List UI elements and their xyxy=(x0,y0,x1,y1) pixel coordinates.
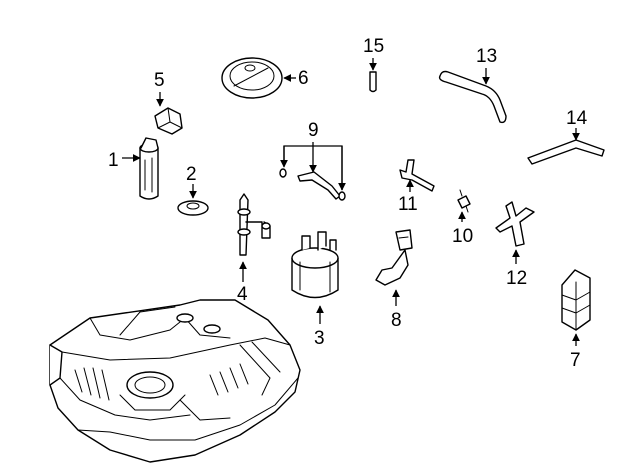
part-1-fuel-pump xyxy=(139,137,159,200)
part-13-filler-hose xyxy=(438,70,507,124)
part-7-canister xyxy=(561,269,591,331)
part-6-cover-plate xyxy=(221,57,283,99)
part-9-hose-clamps xyxy=(279,168,346,201)
callout-label-5: 5 xyxy=(154,70,165,91)
callout-6: 6 xyxy=(283,68,309,89)
callout-label-15: 15 xyxy=(363,36,384,57)
callout-11: 11 xyxy=(398,179,418,215)
callout-label-6: 6 xyxy=(298,68,309,89)
fuel-tank-illustration xyxy=(49,299,301,463)
callout-3: 3 xyxy=(314,305,325,349)
callout-label-7: 7 xyxy=(570,350,581,371)
callout-12: 12 xyxy=(506,249,527,289)
part-5-connector xyxy=(154,107,183,135)
callout-7: 7 xyxy=(570,333,581,371)
callout-label-3: 3 xyxy=(314,328,325,349)
callout-13: 13 xyxy=(476,46,497,85)
callout-label-12: 12 xyxy=(506,268,527,289)
part-11-tee-connector xyxy=(399,159,435,192)
callout-5: 5 xyxy=(154,70,165,107)
callout-label-10: 10 xyxy=(452,226,473,247)
part-15-clip xyxy=(369,71,377,93)
callout-label-14: 14 xyxy=(566,108,588,129)
callout-label-4: 4 xyxy=(237,284,248,305)
part-3-fuel-pump-module xyxy=(291,231,339,299)
part-14-vent-hose xyxy=(527,139,605,165)
callout-label-1: 1 xyxy=(108,150,119,171)
callout-14: 14 xyxy=(566,108,588,141)
callout-9: 9 xyxy=(280,120,346,191)
callout-label-2: 2 xyxy=(186,164,197,185)
callout-1: 1 xyxy=(108,150,141,171)
part-8-level-sensor xyxy=(375,229,413,286)
part-4-pump-bracket xyxy=(237,193,271,256)
callout-label-13: 13 xyxy=(476,46,497,67)
callout-8: 8 xyxy=(391,289,402,331)
part-2-grommet xyxy=(177,200,209,216)
part-12-cross-hose xyxy=(495,201,535,247)
callout-label-9: 9 xyxy=(308,120,319,141)
callout-10: 10 xyxy=(452,211,473,247)
callout-4: 4 xyxy=(237,261,248,305)
callout-label-8: 8 xyxy=(391,310,402,331)
part-10-check-valve xyxy=(457,189,471,213)
callout-15: 15 xyxy=(363,36,384,71)
callout-label-11: 11 xyxy=(398,194,418,215)
callout-2: 2 xyxy=(186,164,197,199)
